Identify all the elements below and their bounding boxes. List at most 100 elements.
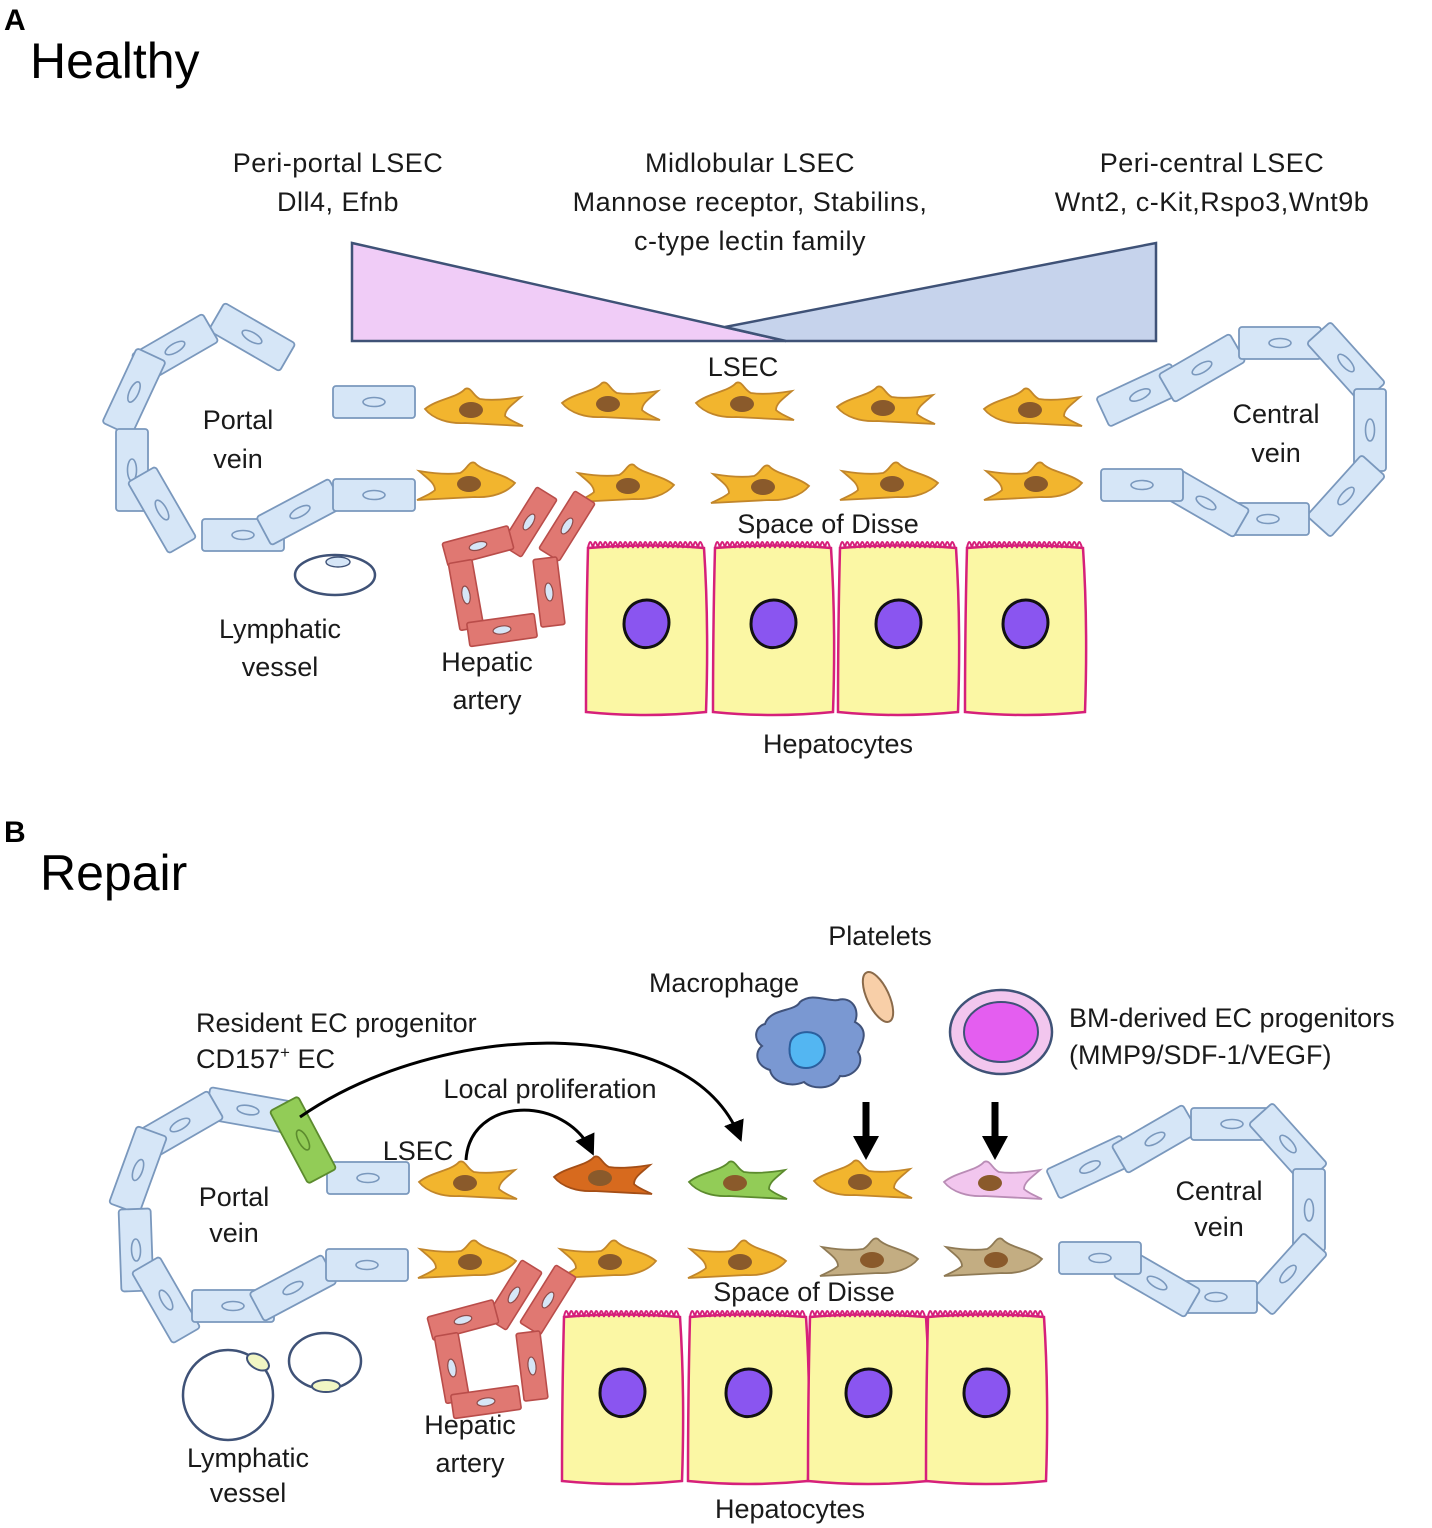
lsec-cell xyxy=(575,463,675,503)
hepatocyte xyxy=(584,540,709,717)
bm-progenitor-factors: (MMP9/SDF-1/VEGF) xyxy=(1069,1040,1332,1070)
platelets-label: Platelets xyxy=(828,921,932,951)
platelet xyxy=(861,971,895,1023)
artery-cell xyxy=(515,1329,549,1403)
hepatocyte xyxy=(560,1309,685,1486)
hepatocytes-b xyxy=(560,1309,1049,1486)
central-vein-label-b-2: vein xyxy=(1194,1212,1244,1242)
hepatocytes-label-b: Hepatocytes xyxy=(715,1494,865,1524)
portal-vein-cell xyxy=(332,385,416,419)
hepatocyte xyxy=(686,1309,811,1486)
midlobular-markers: Mannose receptor, Stabilins, xyxy=(573,187,928,217)
lsec-label-b: LSEC xyxy=(383,1136,454,1166)
lymphatic-label-b-2: vessel xyxy=(210,1478,287,1508)
portal-vein-label-b: Portal xyxy=(199,1182,270,1212)
central-vein-cell xyxy=(1157,332,1247,404)
lsec-cells-a xyxy=(416,381,1083,504)
lsec-cell xyxy=(983,387,1083,427)
lsec-cells-b xyxy=(417,1155,1043,1279)
central-vein-cell xyxy=(1247,1231,1329,1317)
midlobular-markers-2: c-type lectin family xyxy=(634,226,866,256)
hepatocyte xyxy=(711,540,836,717)
pericentral-gradient-triangle xyxy=(724,241,1158,343)
lymphatic-vessels-b xyxy=(181,1331,363,1442)
lsec-cell xyxy=(819,1237,919,1277)
lsec-label-a: LSEC xyxy=(708,352,779,382)
central-vein-label-a: Central xyxy=(1232,399,1319,429)
bm-progenitor-label: BM-derived EC progenitors xyxy=(1069,1003,1395,1033)
hepatocyte xyxy=(836,540,961,717)
hepatic-artery-b xyxy=(426,1259,577,1420)
lsec-cell xyxy=(687,1239,787,1279)
hepatic-artery-a xyxy=(441,486,596,648)
artery-cell xyxy=(441,524,515,568)
zonation-headers: Peri-portal LSEC Dll4, Efnb Midlobular L… xyxy=(233,148,1370,256)
lsec-cell xyxy=(943,1237,1043,1277)
space-of-disse-label-a: Space of Disse xyxy=(737,509,919,539)
lsec-cell xyxy=(839,461,939,501)
lsec-cell xyxy=(557,1239,657,1279)
artery-label-a-2: artery xyxy=(452,685,522,715)
hepatocytes-label-a: Hepatocytes xyxy=(763,729,913,759)
progenitor-migration-arrow xyxy=(299,1041,744,1142)
macrophage xyxy=(755,996,865,1089)
lymphatic-label-b: Lymphatic xyxy=(187,1443,309,1473)
hepatocytes-a xyxy=(584,540,1088,717)
lsec-cell xyxy=(561,381,661,421)
hepatocyte xyxy=(963,540,1088,717)
macrophage-arrowhead xyxy=(853,1136,879,1160)
lymphatic-label-a: Lymphatic xyxy=(219,614,341,644)
artery-label-b: Hepatic xyxy=(424,1410,516,1440)
portal-vein-cell xyxy=(130,1255,202,1345)
portal-vein-cell xyxy=(326,1161,410,1195)
artery-label-a: Hepatic xyxy=(441,647,533,677)
lsec-cell xyxy=(553,1155,653,1195)
portal-vein-label-a-2: vein xyxy=(213,444,263,474)
lsec-cell xyxy=(416,461,516,501)
central-vein-label-a-2: vein xyxy=(1251,438,1301,468)
central-vein-label-b: Central xyxy=(1175,1176,1262,1206)
lsec-cell xyxy=(418,1160,518,1200)
zonation-gradient xyxy=(350,241,1158,343)
resident-ec-progenitor-cell xyxy=(269,1096,337,1184)
hepatocyte xyxy=(924,1309,1049,1486)
bm-arrowhead xyxy=(982,1136,1008,1160)
lsec-cell xyxy=(943,1160,1043,1200)
artery-cell xyxy=(532,555,566,629)
portal-vein-cell xyxy=(101,347,167,437)
central-vein-cell xyxy=(1100,468,1184,502)
portal-vein-cell xyxy=(255,477,345,547)
portal-vein-cell xyxy=(325,1248,409,1282)
portal-vein-cell xyxy=(248,1253,338,1323)
cd157-label: CD157+ EC xyxy=(196,1043,335,1074)
central-vein-cell xyxy=(1305,453,1387,539)
panel-b-letter: B xyxy=(4,816,26,849)
panel-a-title: Healthy xyxy=(30,33,200,89)
lsec-cell xyxy=(688,1160,788,1200)
local-proliferation-label: Local proliferation xyxy=(443,1074,656,1104)
portal-vein-cell xyxy=(207,301,297,373)
lsec-cell xyxy=(813,1159,913,1199)
central-vein-cell xyxy=(1110,1103,1200,1175)
local-proliferation-arrow xyxy=(464,1108,595,1161)
lymphatic-vessel-a xyxy=(293,553,377,597)
bm-derived-progenitor xyxy=(948,988,1054,1076)
lsec-cell xyxy=(983,461,1083,501)
periportal-markers: Dll4, Efnb xyxy=(277,187,399,217)
lsec-cell xyxy=(417,1239,517,1279)
portal-vein-cell xyxy=(108,1125,168,1215)
midlobular-label: Midlobular LSEC xyxy=(645,148,855,178)
pericentral-label: Peri-central LSEC xyxy=(1100,148,1325,178)
hepatocyte xyxy=(806,1309,931,1486)
migration-arrows xyxy=(299,1041,1008,1161)
lymphatic-valve-a xyxy=(325,556,351,568)
portal-vein-label-a: Portal xyxy=(203,405,274,435)
lsec-cell xyxy=(424,387,524,427)
artery-label-b-2: artery xyxy=(435,1448,505,1478)
pericentral-markers: Wnt2, c-Kit,Rspo3,Wnt9b xyxy=(1055,187,1370,217)
central-vein-cell xyxy=(1058,1241,1142,1275)
portal-vein-label-b-2: vein xyxy=(209,1218,259,1248)
lsec-cell xyxy=(710,464,810,504)
resident-progenitor-label: Resident EC progenitor xyxy=(196,1008,477,1038)
